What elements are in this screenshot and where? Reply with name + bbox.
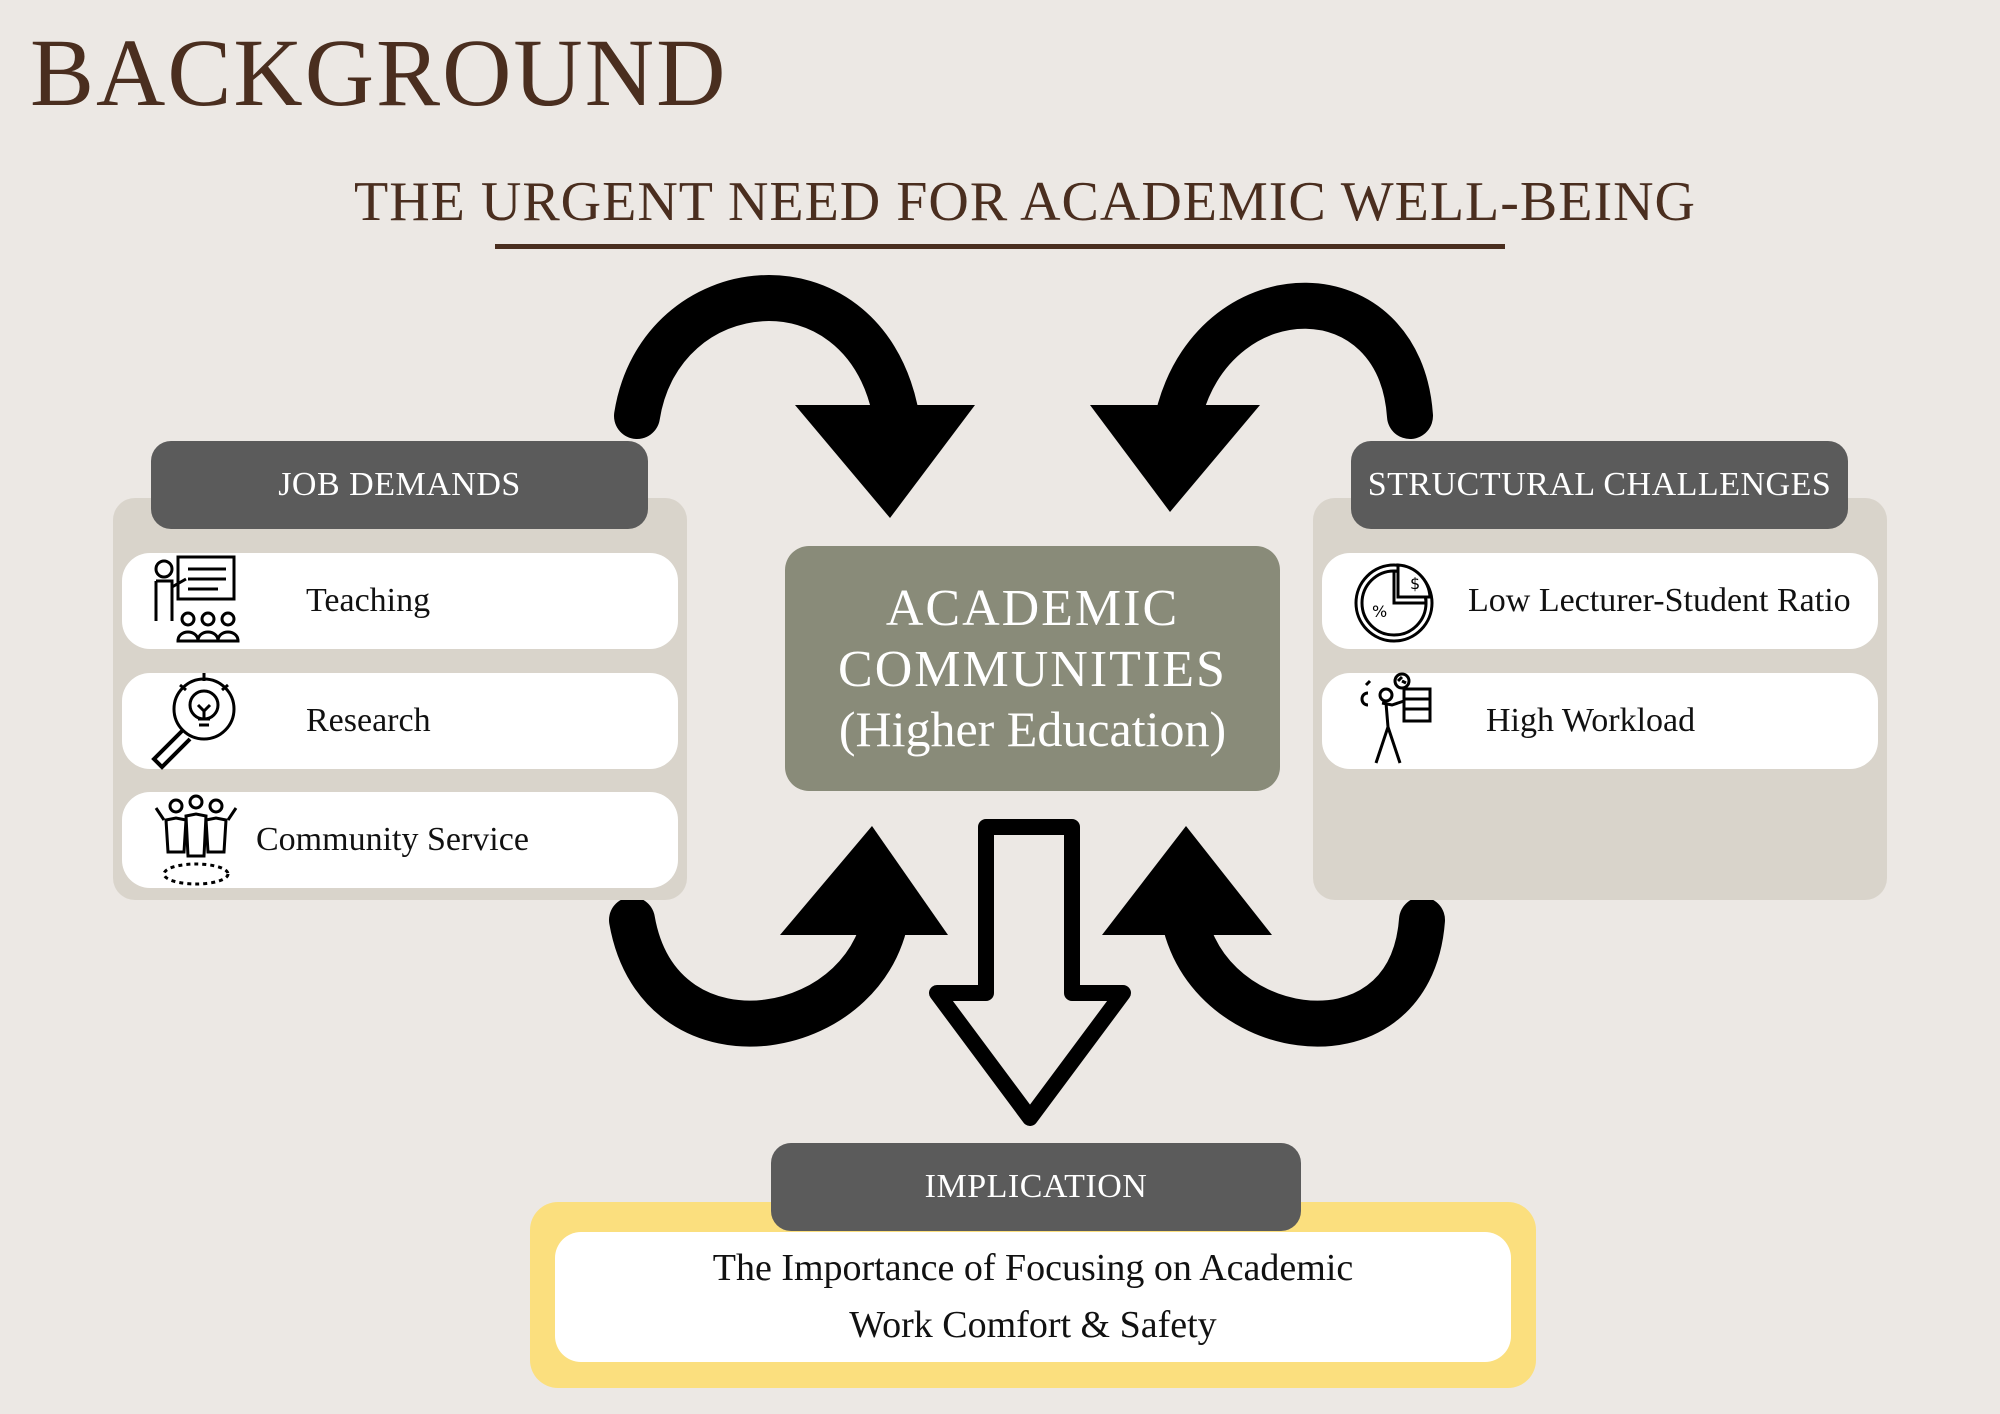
arrow-bottom-right	[1102, 826, 1445, 1047]
job-demand-item-research: Research	[122, 671, 678, 771]
svg-text:%: %	[1372, 602, 1387, 621]
page-title: BACKGROUND	[30, 19, 728, 126]
academic-communities-box: ACADEMIC COMMUNITIES (Higher Education)	[785, 546, 1280, 791]
implication-card: The Importance of Focusing on Academic W…	[555, 1232, 1511, 1362]
research-icon	[146, 671, 246, 771]
implication-header-label: IMPLICATION	[924, 1168, 1148, 1205]
arrow-bottom-left	[609, 826, 948, 1047]
arrow-top-left	[614, 275, 975, 518]
page-subtitle: THE URGENT NEED FOR ACADEMIC WELL-BEING	[354, 171, 1696, 233]
research-label: Research	[306, 702, 431, 739]
center-line-1: ACADEMIC	[885, 579, 1180, 637]
community-service-icon	[146, 790, 246, 890]
community-service-label: Community Service	[256, 821, 529, 858]
implication-line-1: The Importance of Focusing on Academic	[712, 1247, 1354, 1289]
center-line-3: (Higher Education)	[838, 701, 1227, 758]
workload-icon	[1346, 671, 1446, 771]
challenge-item-workload: High Workload	[1322, 671, 1878, 771]
implication-header: IMPLICATION	[771, 1143, 1301, 1231]
ratio-label: Low Lecturer-Student Ratio	[1468, 582, 1851, 619]
teaching-icon	[146, 551, 246, 651]
workload-label: High Workload	[1486, 702, 1696, 739]
implication-line-2: Work Comfort & Safety	[849, 1304, 1217, 1346]
job-demands-header: JOB DEMANDS	[151, 441, 648, 529]
job-demands-header-label: JOB DEMANDS	[278, 466, 521, 503]
job-demand-item-community-service: Community Service	[122, 792, 678, 888]
center-line-2: COMMUNITIES	[838, 641, 1227, 698]
structural-challenges-header-label: STRUCTURAL CHALLENGES	[1367, 466, 1832, 503]
arrow-down-implication	[929, 819, 1131, 1126]
teaching-label: Teaching	[306, 582, 431, 619]
subtitle-underline	[495, 244, 1505, 249]
svg-text:$: $	[1410, 574, 1420, 593]
arrow-top-right	[1090, 282, 1433, 512]
challenge-item-ratio: $ % Low Lecturer-Student Ratio	[1322, 553, 1878, 649]
ratio-pie-icon: $ %	[1346, 551, 1446, 651]
structural-challenges-header: STRUCTURAL CHALLENGES	[1351, 441, 1848, 529]
job-demand-item-teaching: Teaching	[122, 553, 678, 649]
